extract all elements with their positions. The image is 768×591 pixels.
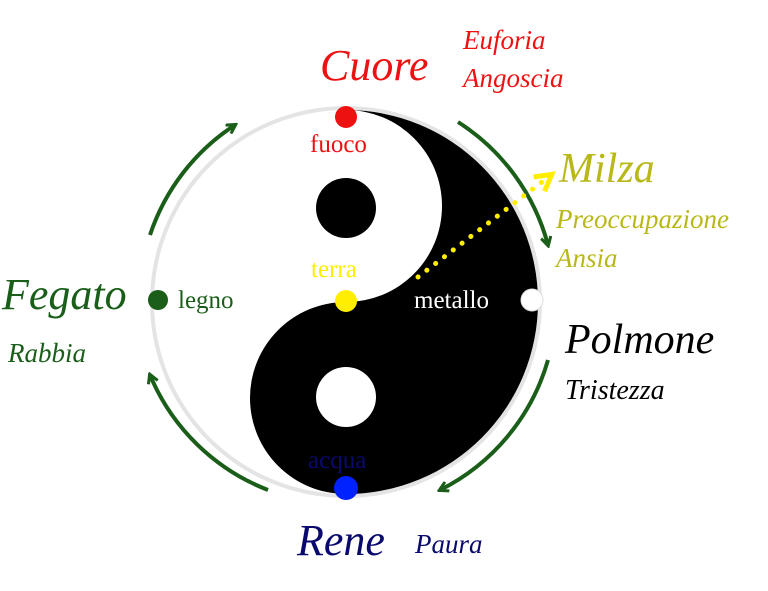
metal-organ-label: Polmone: [564, 317, 714, 363]
earth-emotion-1: Preoccupazione: [555, 204, 729, 234]
fire-emotion-2: Angoscia: [461, 63, 564, 93]
earth-element-label: terra: [311, 256, 357, 283]
earth-emotion-2: Ansia: [554, 243, 618, 273]
fire-element-label: fuoco: [310, 131, 367, 158]
fire-emotion-1: Euforia: [462, 25, 546, 55]
metal-emotion-1: Tristezza: [565, 375, 665, 406]
wood-dot: [148, 290, 168, 310]
yang-white-dot: [316, 367, 376, 427]
arrow-wood-to-fire: [148, 125, 235, 236]
water-dot: [334, 476, 358, 500]
wood-organ-label: Fegato: [1, 270, 127, 319]
metal-element-label: metallo: [414, 287, 489, 314]
yin-black-dot: [316, 178, 376, 238]
arrow-metal-to-water: [440, 359, 550, 490]
earth-dot: [335, 290, 357, 312]
fire-dot: [335, 106, 357, 128]
water-element-label: acqua: [308, 447, 366, 474]
water-organ-label: Rene: [296, 516, 385, 565]
wood-element-label: legno: [178, 287, 234, 314]
earth-organ-label: Milza: [558, 146, 655, 192]
wood-emotion-1: Rabbia: [7, 338, 86, 368]
fire-organ-label: Cuore: [320, 41, 428, 90]
arrow-fire-to-metal: [456, 120, 548, 245]
metal-dot: [520, 288, 544, 312]
arrow-water-to-wood: [150, 375, 269, 492]
water-emotion-1: Paura: [414, 529, 483, 559]
